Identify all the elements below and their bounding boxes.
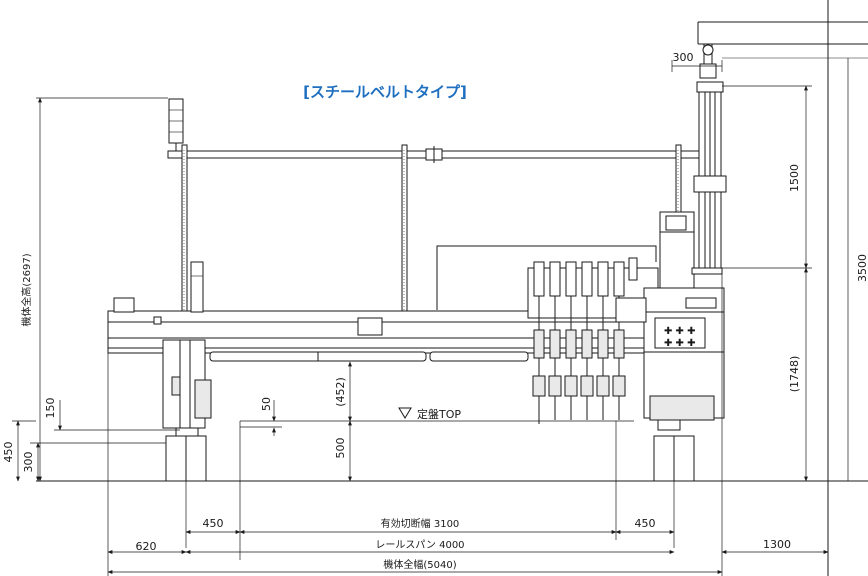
- ceiling-frame: [697, 0, 868, 576]
- cutting-head: [548, 261, 562, 420]
- svg-text:✚ ✚ ✚: ✚ ✚ ✚: [664, 326, 696, 337]
- dimension-450-left: 450: [2, 420, 36, 482]
- svg-text:3500: 3500: [856, 254, 868, 282]
- dimension-150: 150: [44, 398, 180, 431]
- dimension-cut-width: 有効切断幅 3100: [239, 517, 617, 534]
- dimension-bottom-lines: [107, 274, 723, 576]
- lift-cylinder: [691, 43, 727, 275]
- svg-text:1300: 1300: [763, 538, 791, 551]
- drawing-title: [スチールベルトタイプ]: [303, 83, 467, 101]
- dimension-1748: (1748): [788, 267, 808, 482]
- svg-text:450: 450: [2, 442, 15, 463]
- svg-text:620: 620: [136, 540, 157, 553]
- svg-text:450: 450: [203, 517, 224, 530]
- dimension-450-a: 450: [185, 517, 241, 534]
- dimension-3500: 3500: [847, 58, 868, 481]
- dimension-50: 50: [239, 397, 282, 560]
- reference-label: 定盤TOP: [417, 407, 461, 421]
- cutting-head: [628, 257, 638, 281]
- svg-text:✚ ✚ ✚: ✚ ✚ ✚: [664, 338, 696, 349]
- svg-text:機体全高(2697): 機体全高(2697): [20, 253, 33, 326]
- svg-text:レールスパン 4000: レールスパン 4000: [375, 539, 464, 551]
- svg-text:1500: 1500: [788, 164, 801, 192]
- svg-text:(452): (452): [334, 377, 347, 407]
- cutting-head: [564, 261, 578, 420]
- svg-text:500: 500: [334, 438, 347, 459]
- svg-text:有効切断幅 3100: 有効切断幅 3100: [381, 517, 460, 530]
- dimension-300-left: 300: [22, 442, 166, 482]
- svg-text:450: 450: [635, 517, 656, 530]
- svg-text:300: 300: [22, 452, 35, 473]
- dimension-452: (452): [334, 361, 352, 422]
- svg-text:150: 150: [44, 398, 57, 419]
- svg-text:(1748): (1748): [788, 356, 801, 393]
- dimension-620: 620: [107, 540, 187, 554]
- cutting-head: [580, 261, 594, 420]
- dimension-1500: 1500: [722, 85, 812, 269]
- dimension-450-b: 450: [615, 517, 675, 534]
- dimension-1300: 1300: [721, 538, 829, 554]
- top-beam: [167, 146, 705, 163]
- dimension-total-width: 機体全幅(5040): [107, 558, 723, 574]
- cutting-head: [532, 261, 546, 424]
- dimension-500: 500: [334, 420, 352, 482]
- reference-level: 定盤TOP: [240, 407, 634, 422]
- svg-text:300: 300: [673, 51, 694, 64]
- right-carriage: ✚ ✚ ✚ ✚ ✚ ✚: [615, 211, 725, 482]
- dimension-rail-span: レールスパン 4000: [185, 539, 675, 554]
- left-leg: [162, 261, 212, 482]
- svg-text:機体全幅(5040): 機体全幅(5040): [383, 558, 456, 571]
- cutting-head: [612, 261, 626, 420]
- dimension-height-total: 機体全高(2697): [20, 97, 168, 482]
- cutting-head: [596, 261, 610, 420]
- signal-tower: [168, 98, 184, 151]
- svg-text:50: 50: [260, 397, 273, 411]
- dimension-300-top: 300: [671, 51, 723, 72]
